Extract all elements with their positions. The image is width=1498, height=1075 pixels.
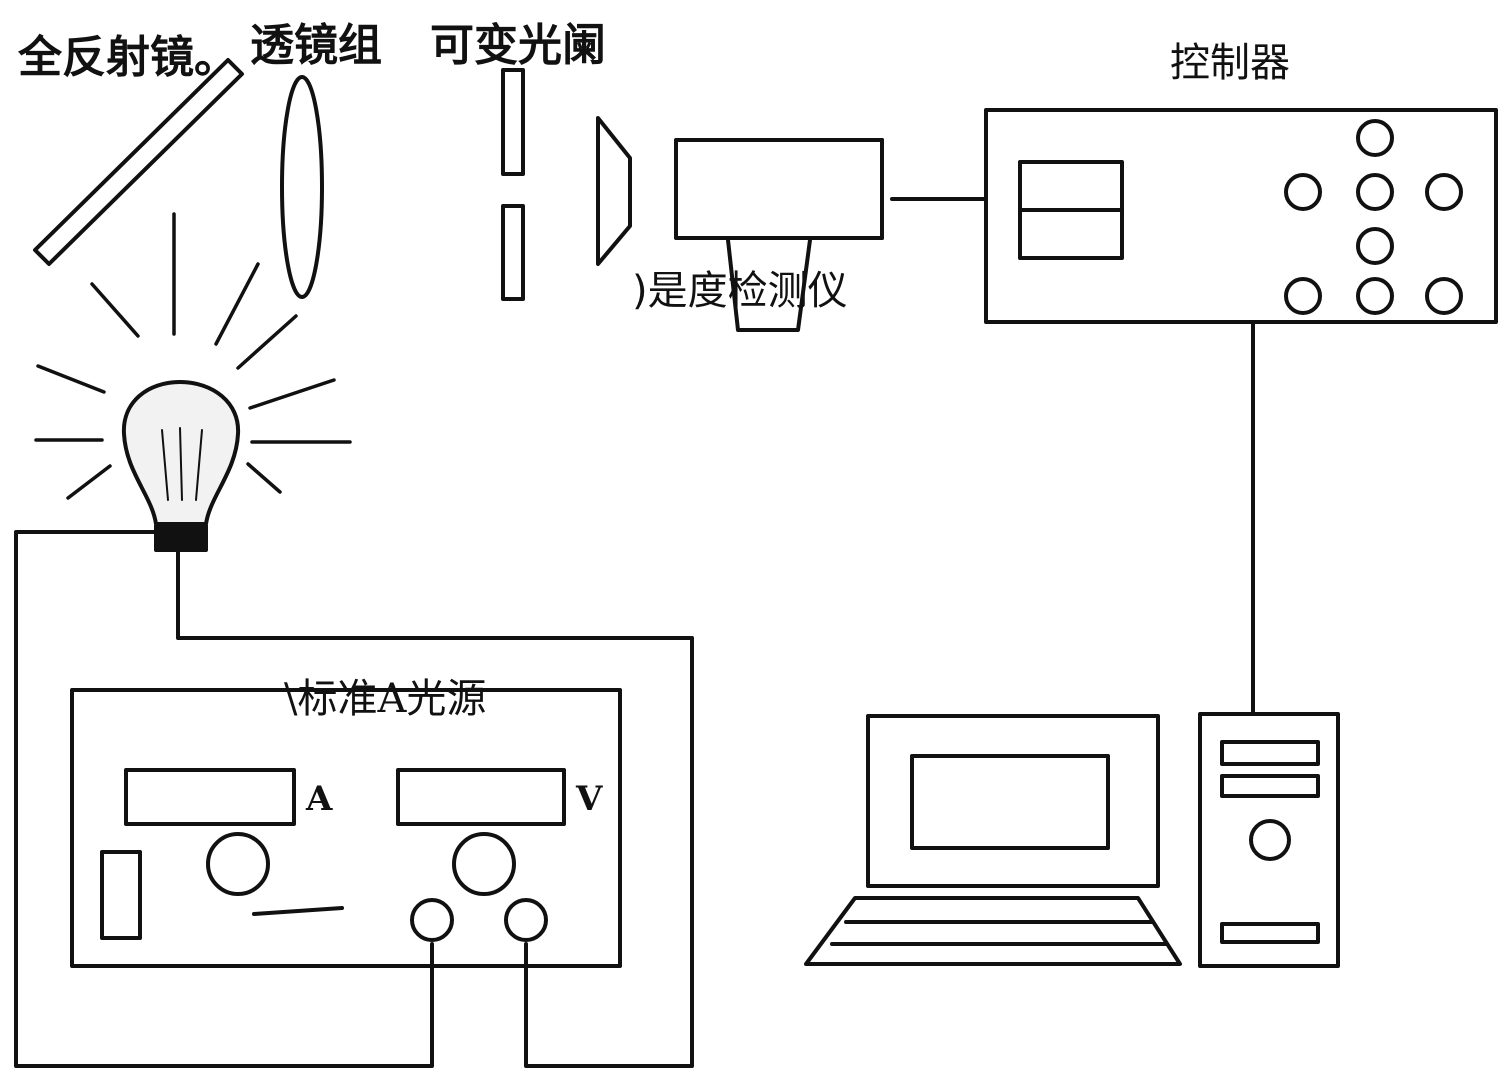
- diagram-labels: 全反射镜。 透镜组 可变光阑 控制器 )是度检测仪 \标准A光源 A V: [17, 20, 1290, 819]
- light-bulb-icon: [121, 380, 241, 552]
- mirror-label: 全反射镜。: [17, 32, 238, 83]
- lens-icon: [280, 75, 324, 299]
- voltmeter-display: [396, 768, 566, 826]
- aperture-label: 可变光阑: [430, 20, 606, 71]
- bulb-wire-left: [14, 530, 434, 1068]
- controller-label: 控制器: [1170, 40, 1290, 86]
- light-source-label: \标准A光源: [284, 676, 486, 722]
- detector-label: )是度检测仪: [632, 268, 848, 314]
- aperture-icon: [501, 68, 525, 301]
- terminal-right: [504, 898, 548, 942]
- controller-knob: [1425, 277, 1463, 315]
- monitor-icon: [866, 714, 1160, 888]
- ammeter-knob: [206, 832, 270, 896]
- bulb-wire-right: [176, 550, 694, 1068]
- terminal-left: [410, 898, 454, 942]
- voltmeter-knob: [452, 832, 516, 896]
- ammeter-unit-label: A: [305, 779, 333, 819]
- mirror-icon: [33, 58, 244, 266]
- power-switch: [100, 850, 142, 940]
- keyboard-icon: [804, 896, 1182, 966]
- controller-knob: [1356, 277, 1394, 315]
- light-source-box: [70, 688, 622, 968]
- voltmeter-unit-label: V: [575, 779, 603, 819]
- controller-knob: [1284, 277, 1322, 315]
- detector-icon: [596, 116, 884, 332]
- controller-knob: [1356, 227, 1394, 265]
- computer-tower-icon: [1198, 712, 1340, 968]
- controller-knob: [1356, 119, 1394, 157]
- controller-knob: [1356, 173, 1394, 211]
- light-rays: [34, 212, 352, 500]
- ammeter-display: [124, 768, 296, 826]
- controller-knob: [1425, 173, 1463, 211]
- controller-knob: [1284, 173, 1322, 211]
- controller-box: [984, 108, 1498, 324]
- lens-group-label: 透镜组: [250, 20, 382, 71]
